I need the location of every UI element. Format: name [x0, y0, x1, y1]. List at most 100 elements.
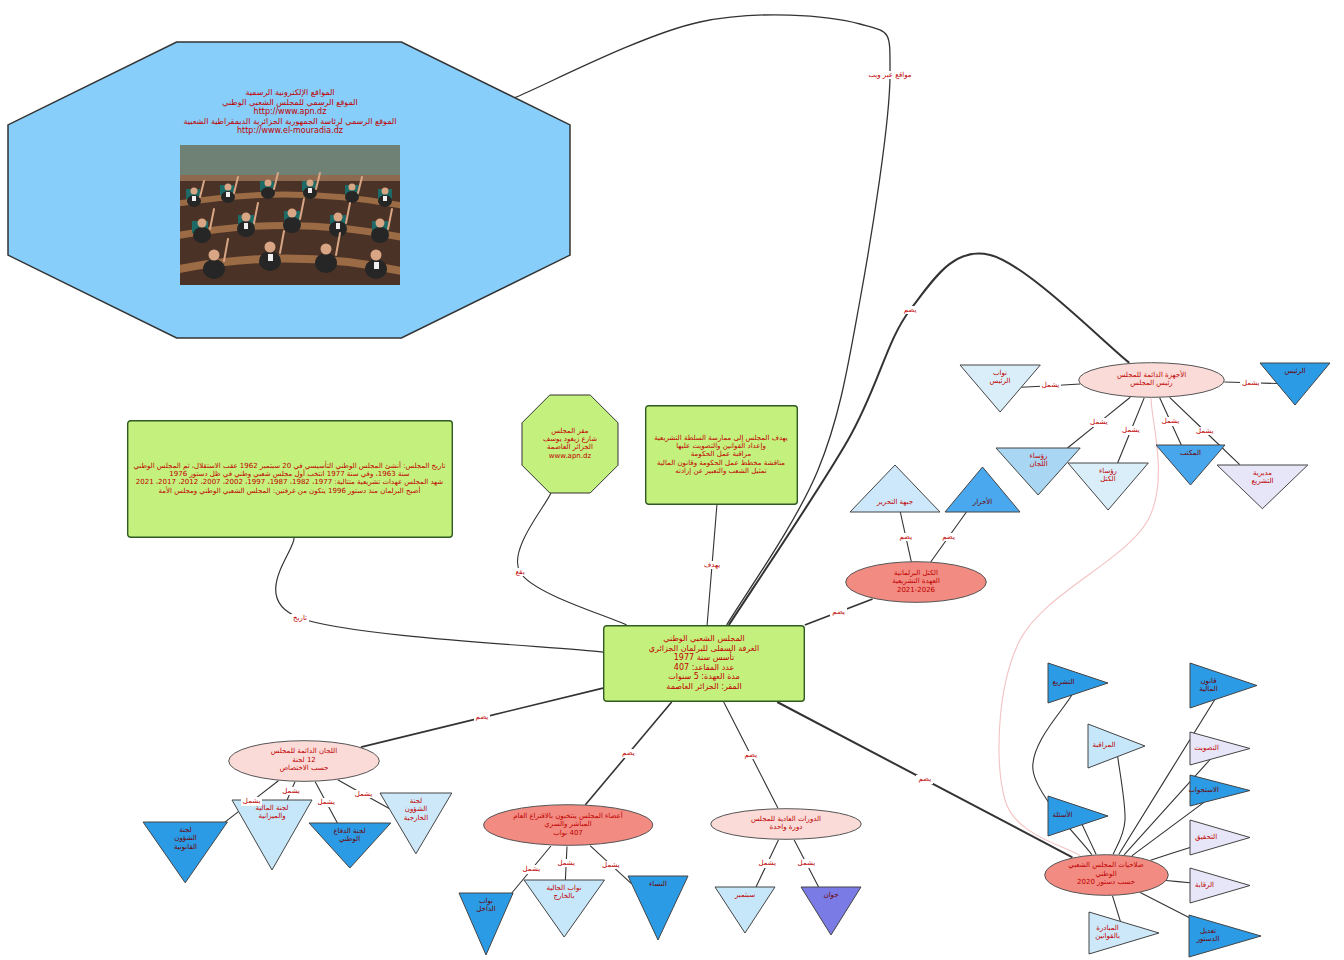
node-text: التشريع [1052, 678, 1075, 686]
text-group: المواقع الإلكترونية الرسميةالموقع الرسمي… [183, 88, 397, 136]
text-group: نواب الداخل [472, 897, 500, 914]
text-group: المبادرة بالقوانين [1093, 924, 1122, 941]
connector [1140, 893, 1189, 918]
text-group: جبهة التحرير [876, 498, 914, 506]
node-text: رؤساء الكتل [1090, 467, 1125, 484]
leaf-triangle: نواب الداخل [459, 893, 513, 955]
node-text: http://www.apn.dz [183, 107, 397, 117]
node-text: المكتب [1180, 449, 1202, 457]
node-text: نواب الجالية بالخارج [543, 884, 585, 901]
leaf-triangle: لجنة المالية والميزانية [232, 800, 312, 870]
node-text: التصويت [1194, 744, 1219, 752]
connector [1166, 881, 1190, 883]
leaf-triangle: المكتب [1156, 445, 1225, 485]
node-text: يهدف المجلس إلى ممارسة السلطة التشريعية … [651, 434, 792, 451]
leaf-triangle: مديرية التشريع [1217, 465, 1308, 509]
branch-ellipse: اللجان الدائمة للمجلس12 لجنةحسب الاختصاص [228, 740, 380, 782]
node-text: الموقع الرسمي للمجلس الشعبي الوطني [183, 98, 397, 108]
connector [931, 512, 967, 562]
connector [756, 840, 778, 887]
text-group: جوان [823, 891, 840, 899]
leaf-triangle: التصويت [1190, 732, 1250, 765]
node-text: الدورات العادية للمجلس [750, 815, 822, 823]
edge-label: يشمل [1088, 418, 1110, 426]
node-text: التحقيق [1194, 833, 1218, 841]
text-group: قانون المالية [1194, 677, 1223, 694]
edge-label: يضم [620, 749, 637, 757]
connector [276, 538, 603, 652]
leaf-triangle: رؤساء الكتل [1068, 463, 1148, 510]
edge-label: يضم [916, 775, 933, 783]
leaf-triangle: نواب الجالية بالخارج [524, 880, 604, 937]
text-group: سبتمبر [734, 891, 756, 899]
node-text: عدد المقاعد: 407 [648, 663, 760, 673]
node-text: شارع زيغود يوسف [542, 435, 598, 443]
node-text: المبادرة بالقوانين [1093, 924, 1122, 941]
node-text: أصبح البرلمان منذ دستور 1996 يتكون من غر… [133, 487, 447, 495]
text-group: يهدف المجلس إلى ممارسة السلطة التشريعية … [651, 434, 792, 476]
node-text: مدة العهدة: 5 سنوات [648, 672, 760, 682]
text-group: الاستجواب [1194, 786, 1219, 794]
leaf-triangle: الرقابة [1190, 868, 1250, 903]
node-text: http://www.el-mouradia.dz [183, 126, 397, 136]
text-group: المجلس الشعبي الوطنيالغرفة السفلى للبرلم… [648, 634, 760, 692]
text-group: لجنة الشؤون القانونية [168, 826, 202, 851]
node-text: الأحرار [972, 498, 993, 506]
connector [794, 840, 818, 887]
node-text: حسب دستور 2020 [1064, 878, 1148, 886]
connector [724, 702, 778, 808]
branch-ellipse: أعضاء المجلس ينتخبون بالاقتراع العام الم… [483, 804, 653, 846]
node-text: الجزائر العاصمة [542, 443, 598, 451]
edge-label: يشمل [280, 787, 302, 795]
node-text: قانون المالية [1194, 677, 1223, 694]
text-group: الأجهزة الدائمة للمجلسرئيس المجلس [1116, 371, 1187, 388]
connector [361, 688, 603, 747]
leaf-triangle: النساء [628, 876, 688, 940]
leaf-triangle: لجنة الشؤون الخارجية [380, 793, 452, 854]
leaf-triangle: قانون المالية [1190, 663, 1257, 708]
node-text: مراقبة عمل الحكومة [651, 450, 792, 458]
node-text: دورة واحدة [750, 823, 822, 831]
node-text: مناقشة مخطط عمل الحكومة وقانون المالية [651, 459, 792, 467]
parliament-photo [180, 145, 400, 285]
edge-label: يهدف [702, 561, 722, 569]
leaf-triangle: لجنة الدفاع الوطني [309, 823, 391, 868]
text-group: المراقبة [1092, 741, 1116, 749]
text-group: أعضاء المجلس ينتخبون بالاقتراع العام الم… [510, 812, 626, 837]
branch-ellipse: الكتل البرلمانيةالعهدة التشريعية2021-202… [845, 561, 987, 603]
edge-label: يضم [742, 751, 759, 759]
connector [590, 846, 632, 884]
node-text: لجنة المالية والميزانية [251, 804, 294, 821]
text-group: مقر المجلسشارع زيغود يوسفالجزائر العاصمة… [542, 427, 598, 461]
node-text: أعضاء المجلس ينتخبون بالاقتراع العام الم… [510, 812, 626, 829]
node-text: تأسس سنة 1977 [648, 653, 760, 663]
edge-label: يشمل [555, 859, 577, 867]
text-group: مديرية التشريع [1244, 469, 1281, 486]
node-text: حسب الاختصاص [270, 764, 338, 772]
node-text: جبهة التحرير [876, 498, 914, 506]
node-text: جوان [823, 891, 840, 899]
node-text: مقر المجلس [542, 427, 598, 435]
node-text: اللجان الدائمة للمجلس [270, 747, 338, 755]
node-text: مديرية التشريع [1244, 469, 1281, 486]
connector [1113, 757, 1125, 855]
text-group: النساء [649, 880, 668, 888]
node-text: لجنة الدفاع الوطني [332, 827, 366, 844]
connector [585, 702, 672, 805]
leaf-triangle: التشريع [1048, 663, 1108, 703]
branch-ellipse: الدورات العادية للمجلسدورة واحدة [710, 808, 862, 840]
text-group: التصويت [1194, 744, 1219, 752]
edge-label: يشمل [241, 797, 263, 805]
edge-label: يشمل [1194, 427, 1216, 435]
edge-label: يضم [897, 533, 914, 541]
edge-label: يشمل [316, 798, 338, 806]
node-text: النساء [649, 880, 668, 888]
edge-label: يشمل [796, 859, 818, 867]
node-text: تعديل الدستور [1193, 927, 1223, 944]
node-text: الكتل البرلمانية [892, 569, 941, 577]
node-text: نواب الداخل [472, 897, 500, 914]
node-text: شهد المجلس عهدات تشريعية متتالية: 1977، … [133, 478, 447, 486]
leaf-triangle: الأسئلة [1048, 796, 1108, 836]
edge-label: يضم [830, 608, 847, 616]
node-text: الغرفة السفلى للبرلمان الجزائري [648, 644, 760, 654]
